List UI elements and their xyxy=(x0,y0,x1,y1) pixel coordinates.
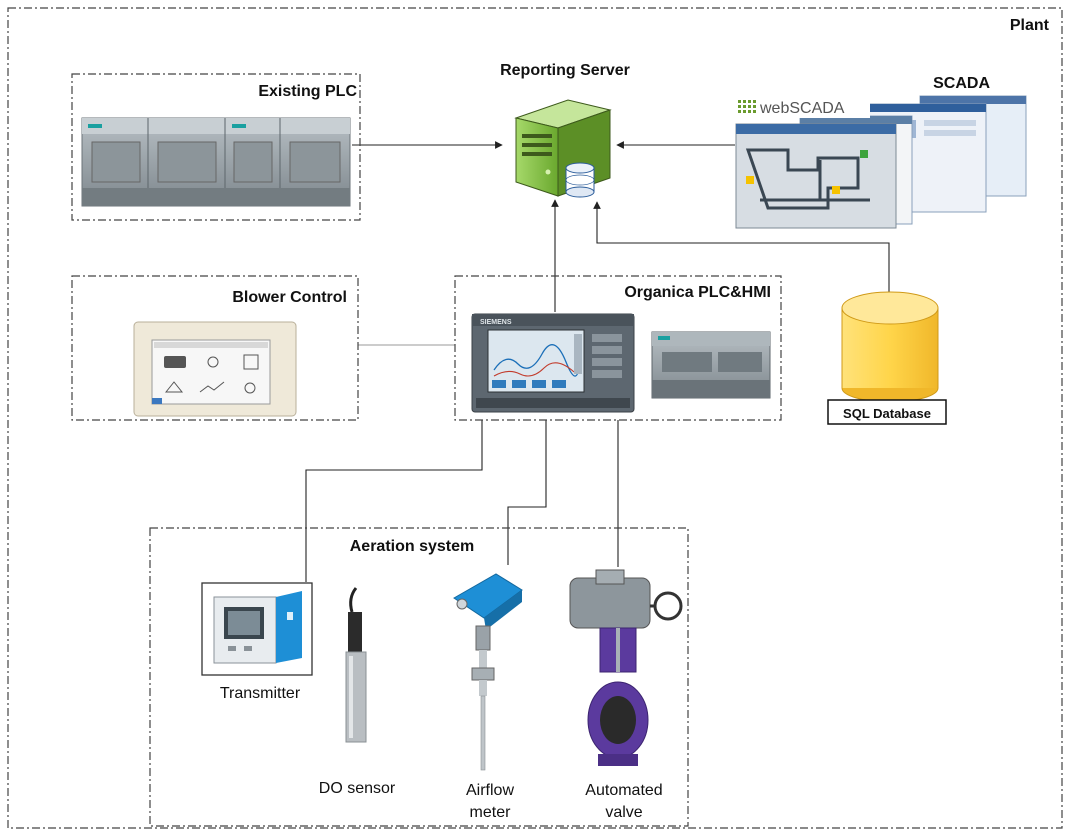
existing-plc-group: Existing PLC xyxy=(71,73,361,221)
plant-label: Plant xyxy=(1010,17,1050,34)
hmi-panel: SIEMENS xyxy=(471,313,635,413)
connections xyxy=(305,141,890,582)
valve-label-line1: Automated xyxy=(585,782,662,799)
transmitter-device xyxy=(201,582,313,676)
server-database-icon xyxy=(565,162,595,198)
scada-label: SCADA xyxy=(933,75,990,92)
wire-sql-to-server xyxy=(593,201,890,292)
sql-database-group: SQL Database xyxy=(827,291,947,425)
reporting-server-label: Reporting Server xyxy=(500,62,630,79)
existing-plc-box xyxy=(71,73,361,221)
wire-organica-to-transmitter xyxy=(305,420,483,582)
plant-boundary xyxy=(7,7,1063,829)
airflow-meter-label-line1: Airflow xyxy=(466,782,514,799)
blower-control-label: Blower Control xyxy=(232,289,347,306)
aeration-system-box xyxy=(149,527,689,827)
sql-database-label: SQL Database xyxy=(843,406,931,421)
reporting-server-group: Reporting Server xyxy=(500,62,630,198)
blower-control-panel xyxy=(133,321,297,417)
organica-label: Organica PLC&HMI xyxy=(624,284,771,301)
aeration-system-group: Aeration system Transmitter DO sensor xyxy=(149,527,689,827)
database-icon xyxy=(841,291,939,403)
scada-screen-logo: webSCADA xyxy=(759,100,845,117)
sql-database-label-box xyxy=(827,399,947,425)
wire-organica-to-airflow-meter xyxy=(507,420,547,565)
valve-label-line2: valve xyxy=(605,804,642,821)
do-sensor-device xyxy=(345,587,367,743)
organica-plc-hardware xyxy=(651,331,771,399)
transmitter-label: Transmitter xyxy=(220,685,301,702)
scada-screens: webSCADA xyxy=(735,95,1027,229)
blower-control-group: Blower Control xyxy=(71,275,359,421)
do-sensor-label: DO sensor xyxy=(319,780,396,797)
airflow-meter-device xyxy=(453,573,523,771)
automated-valve-device xyxy=(569,569,683,766)
scada-logo-grid-icon xyxy=(738,100,756,113)
airflow-meter-label-line2: meter xyxy=(470,804,512,821)
blower-control-box xyxy=(71,275,359,421)
hmi-brand: SIEMENS xyxy=(480,319,512,326)
scada-group: SCADA webSCADA xyxy=(735,75,1027,229)
organica-box xyxy=(454,275,782,421)
existing-plc-label: Existing PLC xyxy=(258,83,357,100)
aeration-system-label: Aeration system xyxy=(350,538,475,555)
existing-plc-hardware xyxy=(81,117,351,207)
server-icon xyxy=(514,99,612,197)
organica-group: Organica PLC&HMI SIEMENS xyxy=(454,275,782,421)
